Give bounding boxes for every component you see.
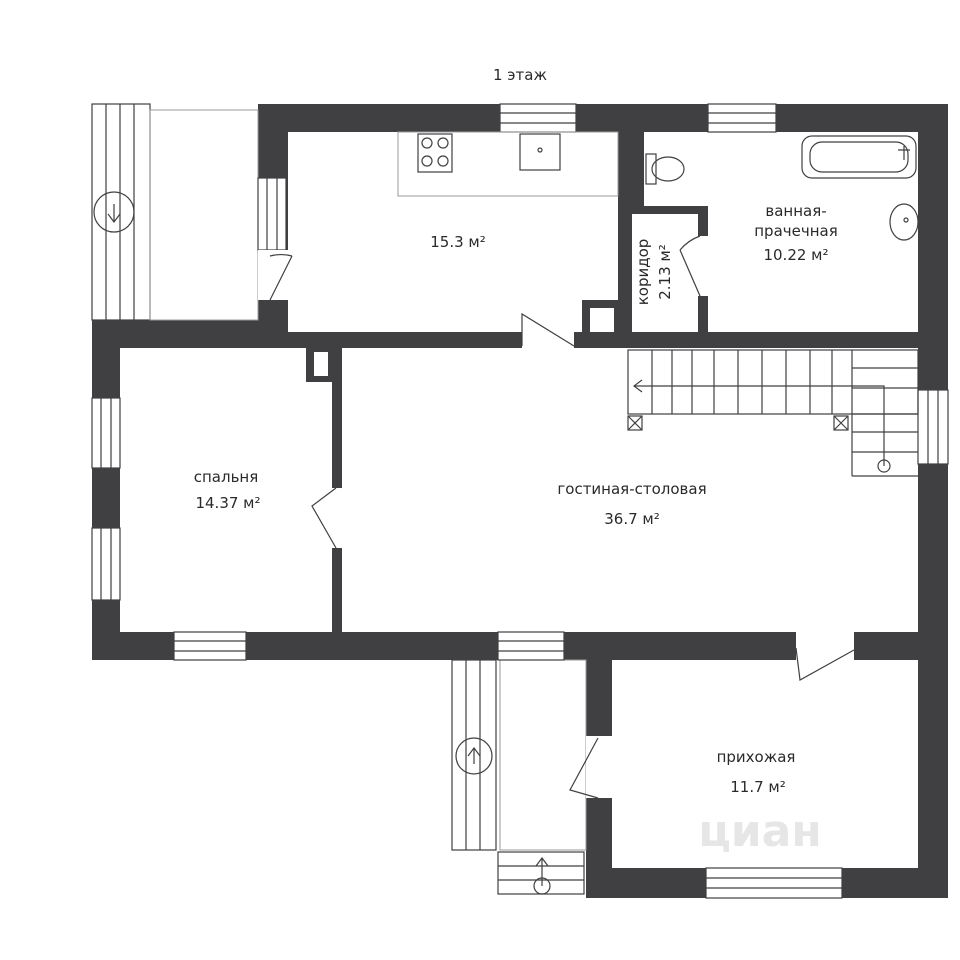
balcony-upper-left (91, 103, 151, 321)
sink-icon (519, 133, 561, 171)
entrance-arrow-icon (93, 191, 135, 233)
floor-label: 1 этаж (493, 66, 547, 84)
living-name: гостиная-столовая (557, 480, 706, 498)
kitchen-area: 15.3 м² (430, 233, 486, 251)
washbasin-icon (889, 203, 919, 241)
bedroom-area: 14.37 м² (195, 494, 260, 512)
hall-area: 11.7 м² (730, 778, 786, 796)
doors (258, 235, 855, 799)
bathroom-name-line2: прачечная (754, 222, 838, 240)
bathroom-area: 10.22 м² (763, 246, 828, 264)
corridor-area: 2.13 м² (656, 244, 674, 300)
toilet-icon (645, 153, 657, 185)
hall-floor (612, 660, 918, 868)
hall-name: прихожая (717, 748, 796, 766)
windows (91, 103, 949, 899)
staircase (627, 349, 919, 477)
corridor-floor (632, 214, 698, 332)
balcony-floor (149, 109, 259, 321)
corridor-name: коридор (634, 239, 652, 306)
kitchen-floor (288, 132, 618, 332)
bedroom-name: спальня (194, 468, 259, 486)
entrance-arrow-icon-2 (455, 737, 493, 775)
watermark: циан (698, 806, 822, 857)
vestibule-floor (499, 659, 587, 851)
bedroom-floor (120, 348, 332, 632)
living-area: 36.7 м² (604, 510, 660, 528)
stove-icon (417, 133, 453, 173)
kitchen-fixtures (397, 131, 619, 197)
stair-opening (628, 348, 918, 414)
bathroom-fixtures (645, 135, 919, 241)
corridor-divider (626, 132, 632, 214)
kitchen-counter (397, 131, 619, 197)
bathroom-name-line1: ванная- (765, 202, 826, 220)
entry-steps (497, 851, 585, 895)
bathtub-icon (801, 135, 917, 179)
